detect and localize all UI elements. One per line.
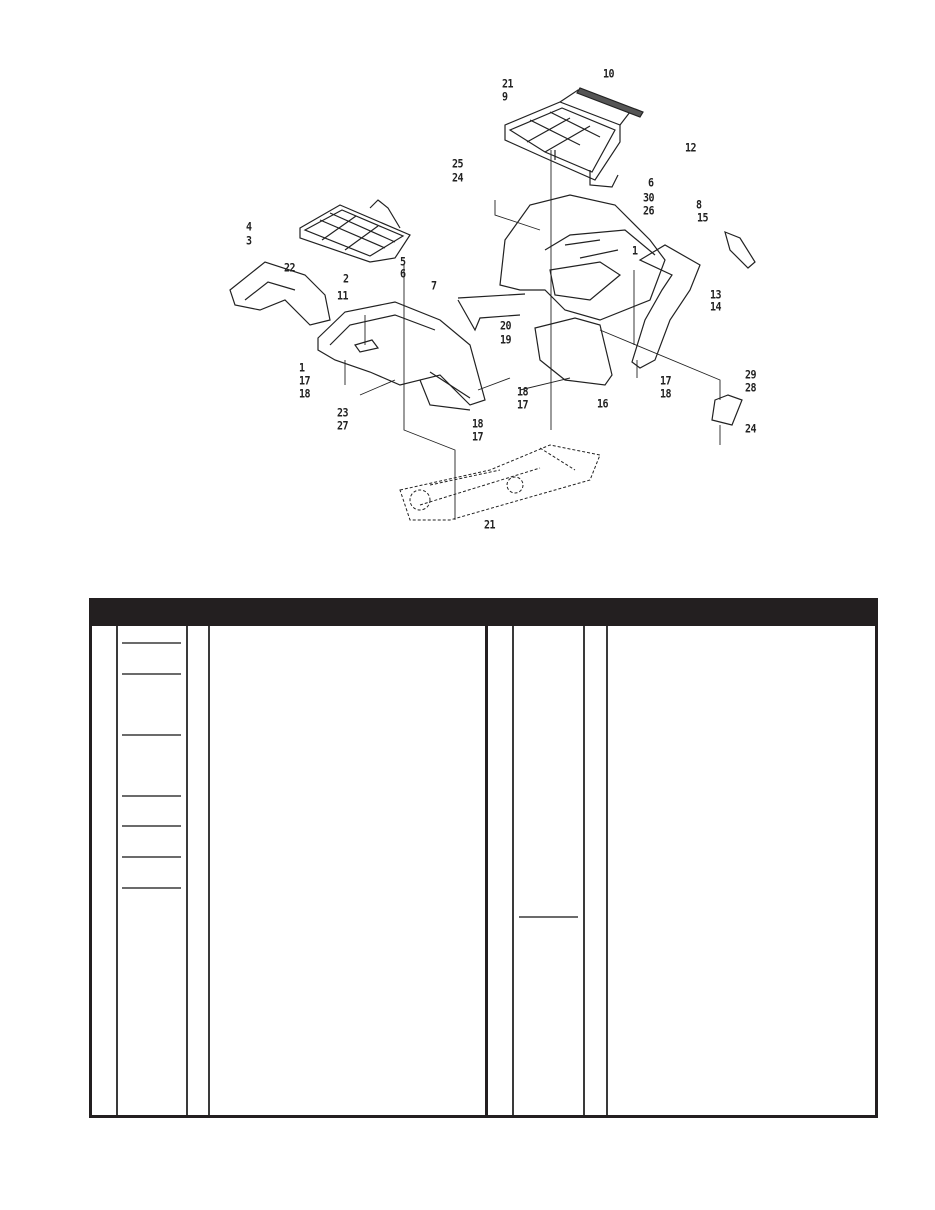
callout-16: 16 xyxy=(597,398,609,411)
callout-3: 3 xyxy=(246,235,252,248)
callout-7: 7 xyxy=(431,280,437,293)
callout-2: 2 xyxy=(343,273,349,286)
callout-20: 20 xyxy=(500,320,512,333)
table-header-bar xyxy=(89,598,878,626)
col-divider-right-1 xyxy=(512,626,514,1115)
callout-4: 4 xyxy=(246,221,252,234)
col-divider-right-3 xyxy=(606,626,608,1115)
callout-6: 6 xyxy=(648,177,654,190)
callout-9: 9 xyxy=(502,91,508,104)
callout-21b: 21 xyxy=(484,519,496,532)
callout-8: 8 xyxy=(696,199,702,212)
exploded-parts-diagram: 10 21 9 12 6 25 24 30 26 8 15 4 3 22 5 6… xyxy=(0,0,935,580)
callout-17d: 17 xyxy=(472,431,484,444)
callout-10: 10 xyxy=(603,68,615,81)
callout-15: 15 xyxy=(697,212,709,225)
callout-5: 5 xyxy=(400,256,406,269)
callout-24b: 24 xyxy=(745,423,757,436)
callout-17: 17 xyxy=(299,375,311,388)
rear-body-illustration xyxy=(499,194,666,321)
col-divider-left-2 xyxy=(186,626,188,1115)
front-body-illustration xyxy=(317,301,486,411)
callout-22: 22 xyxy=(284,262,296,275)
part-no-underline xyxy=(122,642,181,644)
col-divider-right-2 xyxy=(583,626,585,1115)
callout-24: 24 xyxy=(452,172,464,185)
callout-18d: 18 xyxy=(472,418,484,431)
callout-14: 14 xyxy=(710,301,722,314)
part-no-underline xyxy=(122,673,181,675)
callout-18c: 18 xyxy=(517,386,529,399)
callout-18: 18 xyxy=(299,388,311,401)
callout-1: 1 xyxy=(299,362,305,375)
callout-28: 28 xyxy=(745,382,757,395)
callout-29: 29 xyxy=(745,369,757,382)
callout-26: 26 xyxy=(643,205,655,218)
part-no-underline xyxy=(122,795,181,797)
front-rack-illustration xyxy=(299,199,411,263)
parts-list-table xyxy=(89,598,878,1118)
callout-25: 25 xyxy=(452,158,464,171)
callout-19: 19 xyxy=(500,334,512,347)
callout-6b: 6 xyxy=(400,268,406,281)
part-no-underline xyxy=(122,825,181,827)
col-divider-left-3 xyxy=(208,626,210,1115)
part-no-underline xyxy=(519,916,578,918)
rear-rack-illustration xyxy=(504,89,631,188)
callout-12: 12 xyxy=(685,142,697,155)
part-no-underline xyxy=(122,856,181,858)
col-divider-center xyxy=(485,626,488,1115)
callout-30: 30 xyxy=(643,192,655,205)
callout-1b: 1 xyxy=(632,245,638,258)
part-no-underline xyxy=(122,887,181,889)
callout-17c: 17 xyxy=(517,399,529,412)
diagram-drawing xyxy=(229,87,756,521)
callout-18b: 18 xyxy=(660,388,672,401)
part-no-underline xyxy=(122,734,181,736)
col-divider-left-1 xyxy=(116,626,118,1115)
callout-27: 27 xyxy=(337,420,349,433)
callout-17b: 17 xyxy=(660,375,672,388)
callout-21: 21 xyxy=(502,78,514,91)
callout-11: 11 xyxy=(337,290,349,303)
frame-illustration xyxy=(399,444,601,521)
callout-13: 13 xyxy=(710,289,722,302)
callout-23: 23 xyxy=(337,407,349,420)
